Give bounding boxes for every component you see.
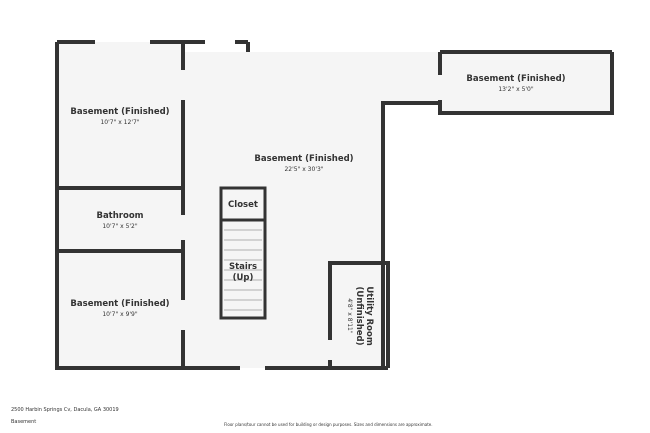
room-labels: Basement (Finished) 10'7" x 12'7" Bathro… <box>70 74 565 346</box>
room-name: Bathroom <box>96 211 143 221</box>
room-name: Basement (Finished) <box>254 154 353 164</box>
room-dims: 10'7" x 12'7" <box>100 119 139 126</box>
room-name: Basement (Finished) <box>466 74 565 84</box>
room-dims: 22'5" x 30'3" <box>284 166 323 173</box>
room-name: (Up) <box>233 273 254 283</box>
address: 2500 Harbin Springs Cv, Dacula, GA 30019 <box>11 407 119 413</box>
floor-label: Basement <box>11 419 37 425</box>
room-name: Stairs <box>229 262 257 272</box>
room-name: Utility Room <box>364 286 374 345</box>
room-name: Basement (Finished) <box>70 107 169 117</box>
room-name: Basement (Finished) <box>70 299 169 309</box>
room-dims: 4'8" x 8'11" <box>346 298 353 334</box>
disclaimer: Floor plans/tour cannot be used for buil… <box>224 422 433 427</box>
stair-treads <box>224 229 262 311</box>
room-name: (Unfinished) <box>354 287 364 346</box>
walls <box>55 40 614 370</box>
room-dims: 10'7" x 9'9" <box>102 311 138 318</box>
room-name: Closet <box>228 200 258 210</box>
room-dims: 10'7" x 5'2" <box>102 223 138 230</box>
floor-fill <box>57 42 612 368</box>
room-dims: 13'2" x 5'0" <box>498 86 534 93</box>
